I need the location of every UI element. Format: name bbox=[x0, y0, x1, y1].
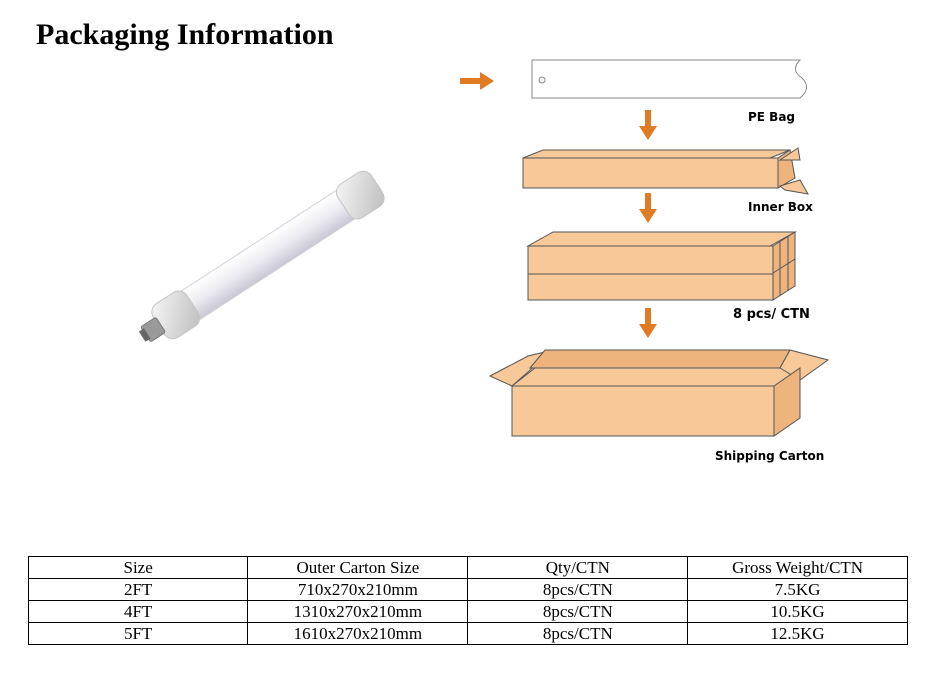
column-header-qty-per-ctn: Qty/CTN bbox=[467, 556, 689, 579]
cell-outer-carton-size: 1610x270x210mm bbox=[247, 622, 469, 645]
cell-qty: 8pcs/CTN bbox=[467, 622, 689, 645]
inner-box-label: Inner Box bbox=[748, 200, 813, 214]
cell-gross-weight: 10.5KG bbox=[687, 600, 908, 623]
packaging-table: Size Outer Carton Size Qty/CTN Gross Wei… bbox=[27, 556, 908, 645]
table-row: 2FT 710x270x210mm 8pcs/CTN 7.5KG bbox=[27, 578, 908, 601]
right-arrow-icon bbox=[460, 72, 494, 90]
cell-gross-weight: 12.5KG bbox=[687, 622, 908, 645]
table-row: 4FT 1310x270x210mm 8pcs/CTN 10.5KG bbox=[27, 600, 908, 623]
column-header-outer-carton-size: Outer Carton Size bbox=[247, 556, 469, 579]
cell-qty: 8pcs/CTN bbox=[467, 578, 689, 601]
packaging-flow-diagram bbox=[460, 59, 830, 437]
column-header-gross-weight: Gross Weight/CTN bbox=[687, 556, 908, 579]
inner-box-illustration bbox=[522, 147, 809, 195]
down-arrow-icon bbox=[639, 308, 657, 338]
cell-size: 4FT bbox=[27, 600, 249, 623]
quantity-per-carton-label: 8 pcs/ CTN bbox=[733, 307, 810, 322]
stacked-boxes-illustration bbox=[526, 231, 797, 301]
down-arrow-icon bbox=[639, 110, 657, 140]
cell-size: 5FT bbox=[27, 622, 249, 645]
table-header-row: Size Outer Carton Size Qty/CTN Gross Wei… bbox=[27, 556, 908, 579]
table-row: 5FT 1610x270x210mm 8pcs/CTN 12.5KG bbox=[27, 622, 908, 645]
down-arrow-icon bbox=[639, 193, 657, 223]
cell-qty: 8pcs/CTN bbox=[467, 600, 689, 623]
cell-gross-weight: 7.5KG bbox=[687, 578, 908, 601]
pe-bag-illustration bbox=[531, 59, 807, 99]
cell-size: 2FT bbox=[27, 578, 249, 601]
cell-outer-carton-size: 710x270x210mm bbox=[247, 578, 469, 601]
column-header-size: Size bbox=[27, 556, 249, 579]
cell-outer-carton-size: 1310x270x210mm bbox=[247, 600, 469, 623]
shipping-carton-illustration bbox=[488, 349, 830, 437]
shipping-carton-label: Shipping Carton bbox=[715, 449, 825, 463]
page-title: Packaging Information bbox=[36, 18, 334, 51]
led-lamp-image bbox=[138, 170, 385, 342]
pe-bag-label: PE Bag bbox=[748, 110, 796, 124]
